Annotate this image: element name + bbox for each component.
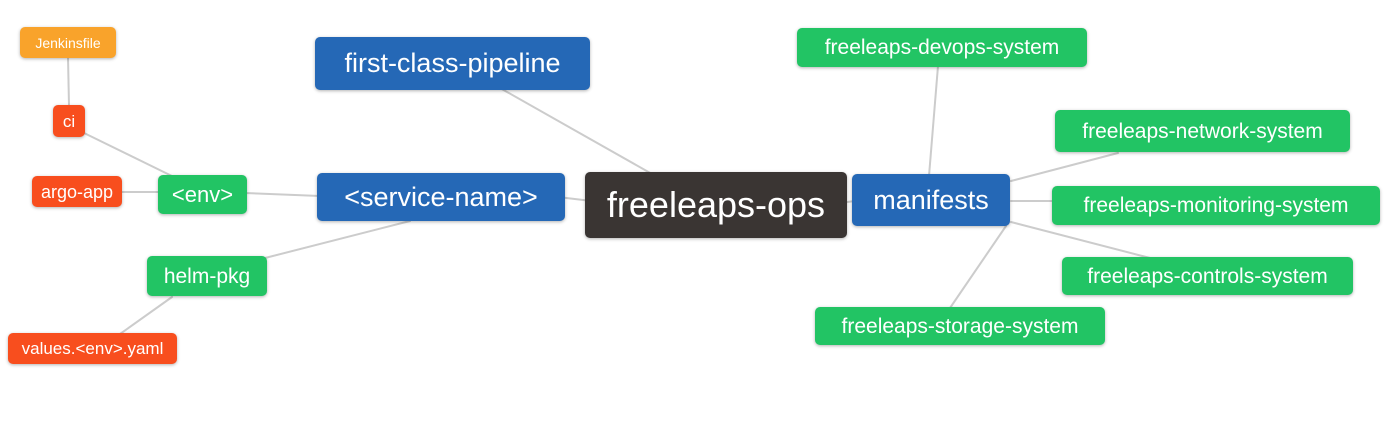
edge-ci-env	[81, 131, 179, 180]
node-jenkinsfile[interactable]: Jenkinsfile	[20, 27, 116, 58]
node-env[interactable]: <env>	[158, 175, 247, 214]
edge-manifests-storage-system	[949, 225, 1007, 309]
node-first-class-pipeline[interactable]: first-class-pipeline	[315, 37, 590, 90]
edge-manifests-devops-system	[928, 65, 939, 177]
node-freeleaps-ops[interactable]: freeleaps-ops	[585, 172, 847, 238]
node-manifests[interactable]: manifests	[852, 174, 1010, 226]
node-ci[interactable]: ci	[53, 105, 85, 137]
edge-manifests-network-system	[1010, 152, 1119, 182]
node-freeleaps-devops-system[interactable]: freeleaps-devops-system	[797, 28, 1087, 67]
edge-helm-pkg-service-name	[264, 220, 411, 259]
node-argo-app[interactable]: argo-app	[32, 176, 122, 207]
node-values-env-yaml[interactable]: values.<env>.yaml	[8, 333, 177, 364]
node-freeleaps-network-system[interactable]: freeleaps-network-system	[1055, 110, 1350, 152]
node-freeleaps-controls-system[interactable]: freeleaps-controls-system	[1062, 257, 1353, 295]
edge-jenkinsfile-ci	[67, 56, 70, 107]
node-freeleaps-monitoring-system[interactable]: freeleaps-monitoring-system	[1052, 186, 1380, 225]
edge-values-yaml-helm-pkg	[119, 296, 173, 335]
edge-first-class-pipeline-ops	[499, 87, 653, 175]
node-freeleaps-storage-system[interactable]: freeleaps-storage-system	[815, 307, 1105, 345]
node-service-name[interactable]: <service-name>	[317, 173, 565, 221]
node-helm-pkg[interactable]: helm-pkg	[147, 256, 267, 296]
edge-env-service-name	[243, 192, 321, 197]
edge-manifests-controls-system	[1010, 221, 1151, 259]
